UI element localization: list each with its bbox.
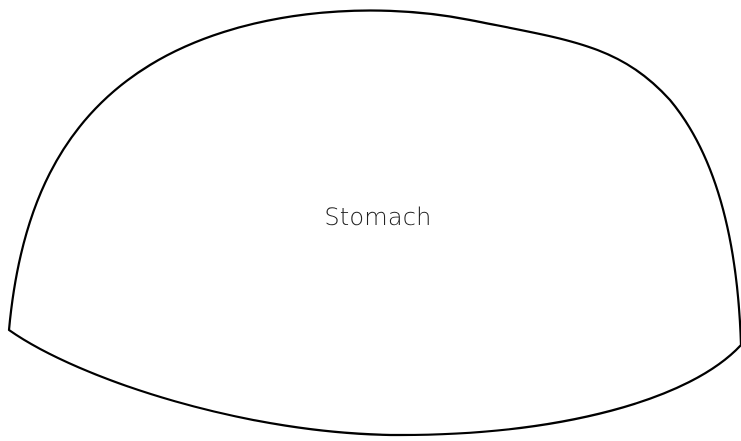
stomach-label: Stomach — [0, 199, 741, 235]
